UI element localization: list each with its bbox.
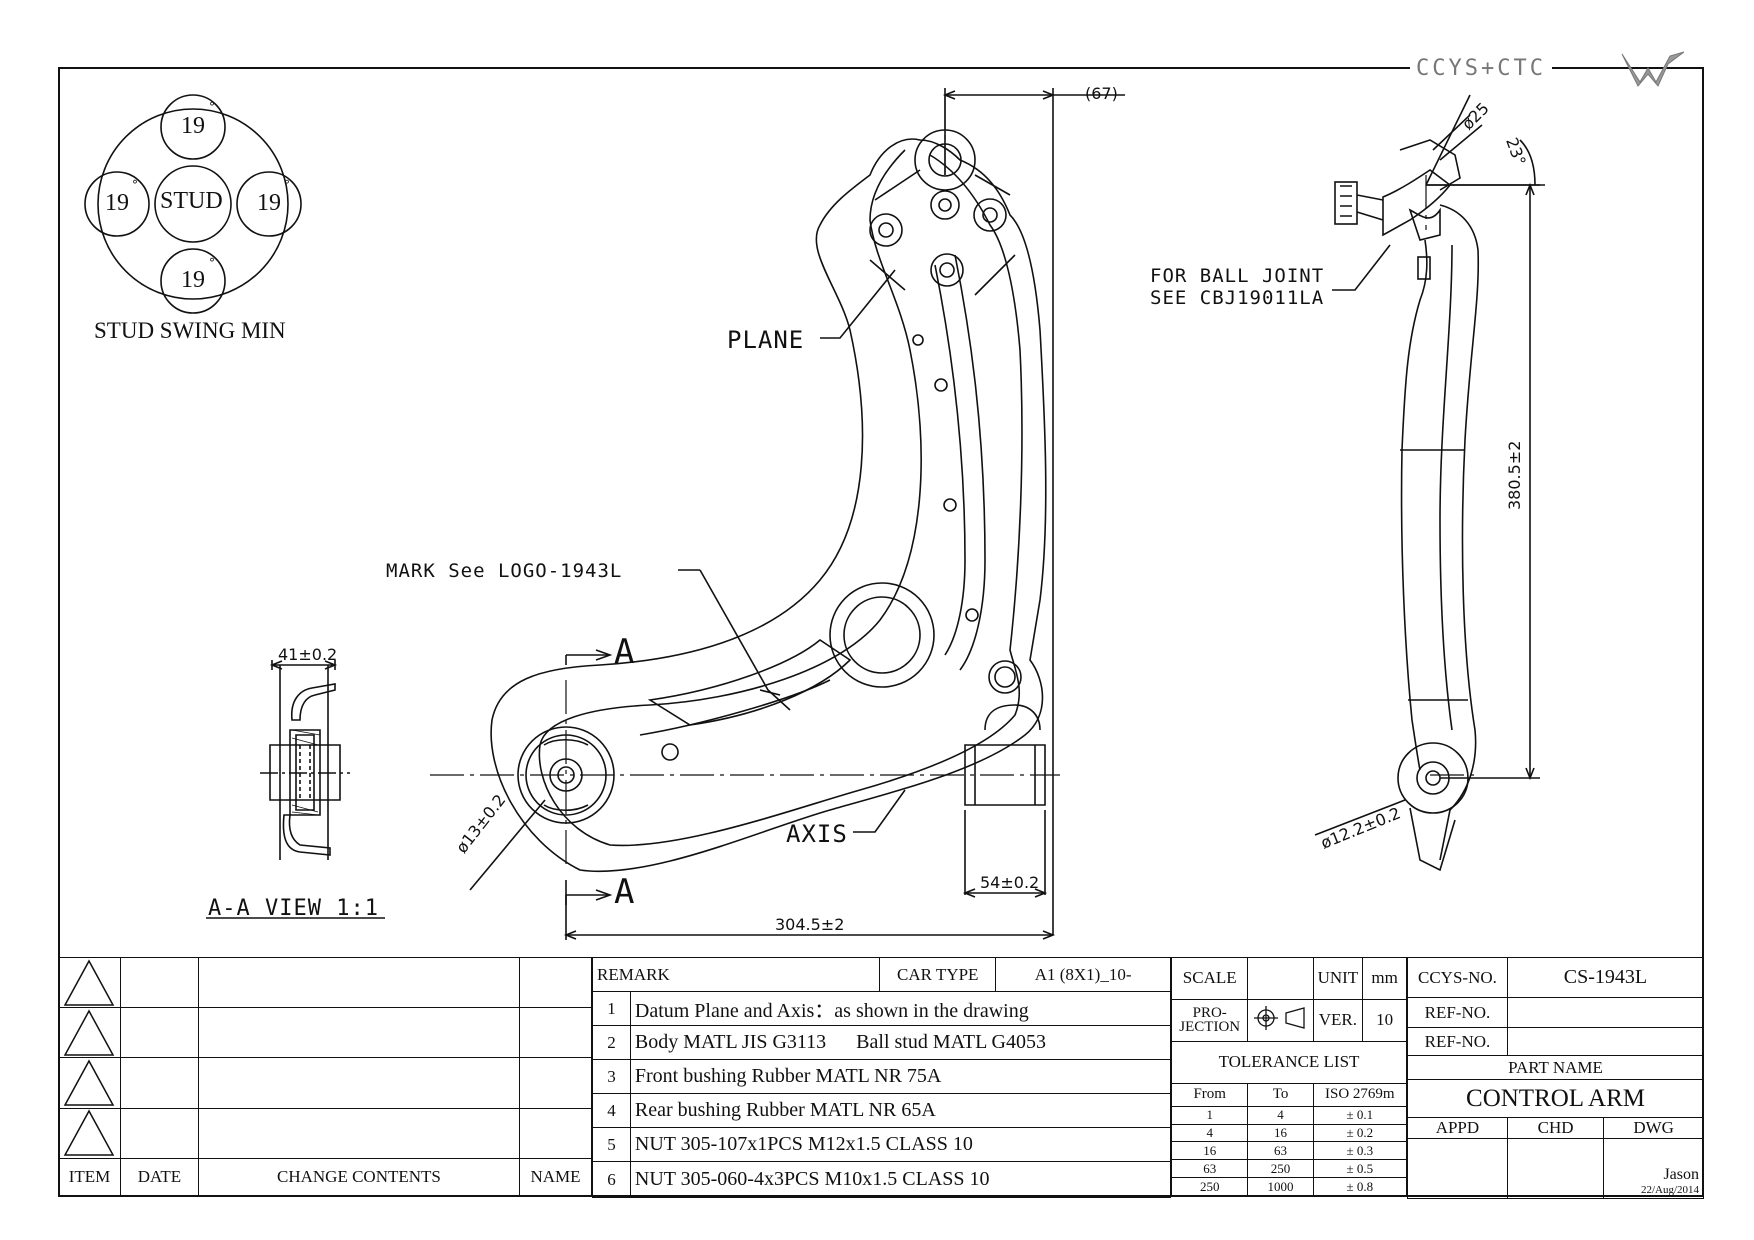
- tol-to-header: To: [1247, 1082, 1314, 1107]
- remark-text: NUT 305-107x1PCS M12x1.5 CLASS 10: [629, 1127, 1172, 1162]
- tol-to: 63: [1247, 1141, 1314, 1161]
- ref-no-label: REF-NO.: [1407, 997, 1508, 1028]
- section-a-top-label: A: [614, 632, 636, 672]
- tol-value: ± 0.3: [1312, 1141, 1408, 1161]
- ccys-no-label: CCYS-NO.: [1407, 957, 1508, 998]
- section-a-bottom-label: A: [614, 872, 636, 912]
- stud-swing-left-value: 19: [105, 190, 129, 216]
- degree-mark: °: [132, 178, 138, 192]
- scale-label: SCALE: [1170, 957, 1249, 1000]
- stud-swing-right-value: 19: [257, 190, 281, 216]
- tol-from: 1: [1170, 1105, 1249, 1125]
- tol-to: 250: [1247, 1159, 1314, 1179]
- axis-label: AXIS: [786, 820, 848, 848]
- revision-triangle: [58, 1007, 121, 1059]
- remark-no: 6: [592, 1161, 631, 1198]
- remark-no: 2: [592, 1025, 631, 1060]
- change-contents-header: CHANGE CONTENTS: [197, 1157, 521, 1198]
- mark-label: MARK See LOGO-1943L: [386, 560, 623, 582]
- projection-symbol-icon: [1247, 998, 1314, 1042]
- stud-swing-bottom-value: 19: [181, 267, 205, 293]
- remark-no: 3: [592, 1059, 631, 1094]
- remark-text: NUT 305-060-4x3PCS M10x1.5 CLASS 10: [629, 1161, 1172, 1198]
- degree-mark: °: [284, 178, 290, 192]
- revision-triangle: [58, 1107, 121, 1159]
- control-arm-side-view: [1314, 94, 1545, 872]
- ball-joint-note-line2: SEE CBJ19011LA: [1150, 287, 1325, 309]
- tol-value: ± 0.5: [1312, 1159, 1408, 1179]
- part-name-label: PART NAME: [1407, 1055, 1704, 1080]
- dimension-304: 304.5±2: [775, 915, 845, 934]
- stud-swing-caption: STUD SWING MIN: [94, 318, 286, 343]
- remark-no: 1: [592, 991, 631, 1026]
- control-arm-front-view: [490, 129, 1047, 872]
- spec-block: SCALE UNIT mm PRO- JECTION VER. 10 TOLER…: [1170, 957, 1408, 1197]
- ball-joint-note-line1: FOR BALL JOINT: [1150, 265, 1325, 287]
- degree-mark: °: [209, 256, 215, 270]
- brand-logo: CCYS+CTC: [1410, 56, 1552, 81]
- dimension-67: (67): [1085, 84, 1118, 103]
- tolerance-title: TOLERANCE LIST: [1171, 1040, 1407, 1084]
- car-type-value: A1 (8X1)_10-: [995, 957, 1171, 992]
- tol-value: ± 0.2: [1312, 1123, 1408, 1143]
- ccys-no-value: CS-1943L: [1506, 957, 1705, 998]
- tol-from-header: From: [1170, 1082, 1249, 1107]
- tol-to: 4: [1247, 1105, 1314, 1125]
- part-name-value: CONTROL ARM: [1407, 1079, 1704, 1118]
- dimension-41: 41±0.2: [278, 645, 338, 664]
- tol-from: 250: [1170, 1177, 1249, 1197]
- stud-swing-diagram: [84, 94, 302, 314]
- aa-view-label: A-A VIEW 1:1: [208, 896, 379, 921]
- car-type-label: CAR TYPE: [879, 957, 997, 992]
- brand-emblem-icon: [1621, 51, 1685, 87]
- remark-text: Front bushing Rubber MATL NR 75A: [629, 1059, 1172, 1094]
- drawer-name: Jason: [1663, 1166, 1699, 1183]
- degree-mark: °: [209, 100, 215, 114]
- ver-label: VER.: [1312, 998, 1364, 1042]
- remark-text: Rear bushing Rubber MATL NR 65A: [629, 1093, 1172, 1128]
- tol-value: ± 0.8: [1312, 1177, 1408, 1197]
- dimension-54: 54±0.2: [980, 873, 1040, 892]
- name-header: NAME: [519, 1157, 592, 1198]
- revision-triangle: [58, 956, 121, 1009]
- section-a-a-view: [260, 660, 350, 860]
- tol-to: 16: [1247, 1123, 1314, 1143]
- tol-value: ± 0.1: [1312, 1105, 1408, 1125]
- chd-label: CHD: [1506, 1117, 1605, 1139]
- tol-from: 4: [1170, 1123, 1249, 1143]
- drawing-date: 22/Aug/2014: [1640, 1184, 1699, 1196]
- tol-from: 16: [1170, 1141, 1249, 1161]
- plane-label: PLANE: [727, 326, 805, 354]
- remark-text: Datum Plane and Axis：as shown in the dra…: [629, 991, 1172, 1026]
- remark-no: 5: [592, 1127, 631, 1162]
- remark-header: REMARK: [591, 957, 881, 992]
- projection-label: PRO- JECTION: [1170, 998, 1249, 1042]
- dwg-label: DWG: [1603, 1117, 1704, 1139]
- change-block: ITEM DATE CHANGE CONTENTS NAME: [58, 956, 592, 1198]
- unit-value: mm: [1362, 957, 1407, 1000]
- unit-label: UNIT: [1312, 957, 1364, 1000]
- stud-swing-top-value: 19: [181, 113, 205, 139]
- tol-to: 1000: [1247, 1177, 1314, 1197]
- appd-label: APPD: [1407, 1117, 1508, 1139]
- tol-iso-header: ISO 2769m: [1312, 1082, 1408, 1107]
- remark-no: 4: [592, 1093, 631, 1128]
- tol-from: 63: [1170, 1159, 1249, 1179]
- date-header: DATE: [119, 1157, 199, 1198]
- revision-triangle: [58, 1057, 121, 1109]
- stud-label: STUD: [160, 188, 223, 214]
- ver-value: 10: [1362, 998, 1407, 1042]
- ref-no-label: REF-NO.: [1407, 1027, 1508, 1056]
- item-header: ITEM: [58, 1157, 121, 1198]
- dimension-380: 380.5±2: [1505, 440, 1524, 510]
- title-block: CCYS-NO. CS-1943L REF-NO. REF-NO. PART N…: [1407, 957, 1705, 1199]
- remark-text: Body MATL JIS G3113 Ball stud MATL G4053: [629, 1025, 1172, 1060]
